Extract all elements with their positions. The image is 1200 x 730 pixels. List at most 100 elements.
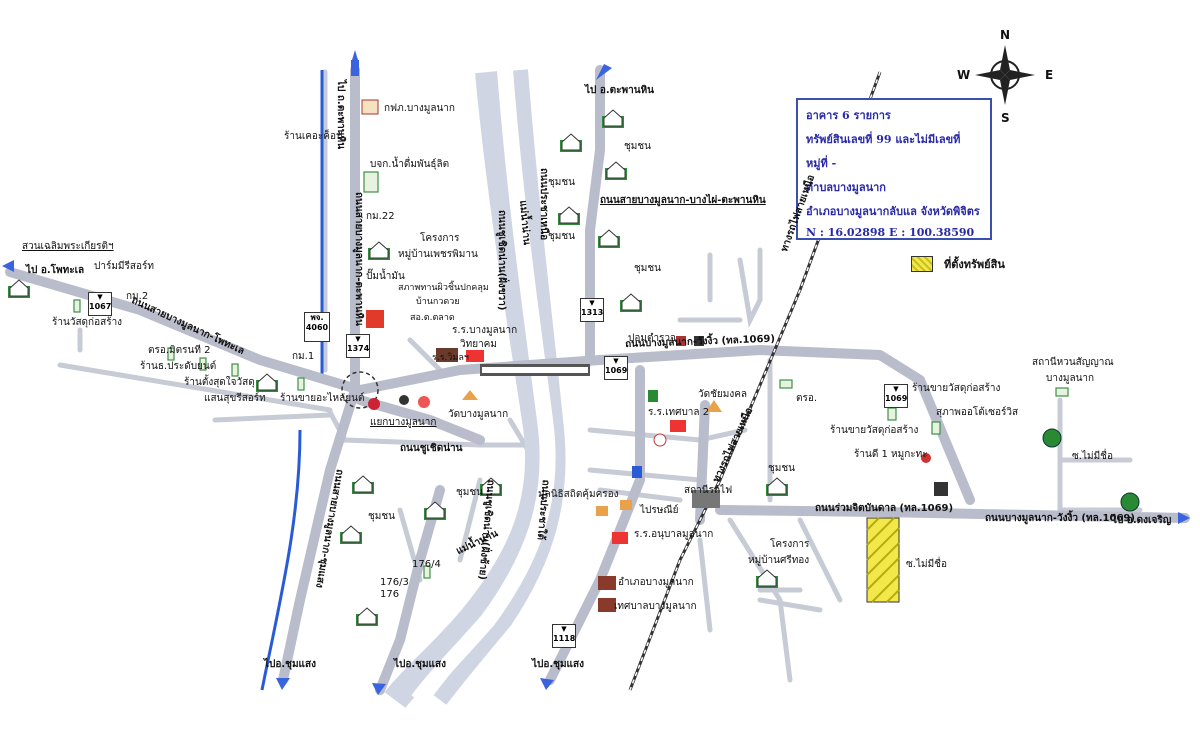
arrow-west-icon bbox=[2, 260, 14, 272]
place-label: ชุมชน bbox=[548, 231, 576, 242]
place-label: ชุมชน bbox=[548, 177, 576, 188]
place-label: สถานีรถไฟ bbox=[684, 485, 733, 496]
arrow-south2-icon bbox=[372, 683, 386, 695]
info-coords: N : 16.02898 E : 100.38590 bbox=[806, 226, 975, 239]
place-label: ร.ร.เทศบาล 2 bbox=[648, 407, 710, 418]
place-label: ตรอ.มิตรนที 2 bbox=[148, 345, 211, 356]
arrow-east-icon bbox=[1178, 512, 1190, 524]
small-shops bbox=[73, 171, 1069, 579]
place-label: ชุมชน bbox=[368, 511, 396, 522]
property-info-box: อาคาร 6 รายการ ทรัพย์สินเลขที่ 99 และไม่… bbox=[796, 98, 992, 240]
info-line4: ตำบลบางมูลนาก bbox=[806, 181, 886, 194]
info-line5: อำเภอบางมูลนากลับแล จังหวัดพิจิตร bbox=[806, 205, 980, 218]
arrow-south3-icon bbox=[540, 678, 554, 690]
place-label: 176/3 bbox=[380, 577, 409, 588]
place-label: 176/4 bbox=[412, 559, 441, 570]
place-label: ไปรษณีย์ bbox=[640, 505, 679, 516]
place-label: ชุมชน bbox=[768, 463, 796, 474]
compass-s-label: S bbox=[1001, 111, 1010, 125]
place-label: อำเภอบางมูลนาก bbox=[618, 577, 694, 588]
compass-rose bbox=[975, 45, 1035, 105]
dir-right: ไป อ.ดงเจริญ bbox=[1112, 515, 1172, 526]
bridge-deck bbox=[482, 367, 588, 373]
route-pj-shield: พจ.4060 bbox=[304, 312, 330, 342]
dir-top-right: ไป อ.ตะพานหิน bbox=[585, 85, 654, 96]
place-label: กม.1 bbox=[292, 351, 315, 362]
dir-bottom3: ไปอ.ชุมแสง bbox=[532, 659, 584, 670]
river-water bbox=[411, 69, 556, 705]
place-label: แยกบางมูลนาก bbox=[370, 417, 437, 428]
place-label: ปาร์มมีรีสอร์ท bbox=[94, 261, 154, 272]
place-label: ร้านตั้งสุดใจวัสดุ bbox=[184, 377, 255, 388]
house-icons bbox=[8, 109, 788, 626]
subject-property-hatch bbox=[866, 517, 900, 603]
place-label: สอ.ต.ตลาด bbox=[410, 313, 455, 323]
arrow-north-shaft bbox=[351, 60, 359, 76]
canal-south bbox=[260, 429, 302, 691]
place-label: สุภาพออโต้เซอร์วิส bbox=[936, 407, 1019, 418]
river-bank-2 bbox=[433, 69, 566, 705]
place-label: เทศบาลบางมูลนาก bbox=[614, 601, 697, 612]
road-label-ruamjit: ถนนร่วมจิตบันดาล (ทล.1069) bbox=[815, 503, 954, 514]
route-shield: ▼1069 bbox=[604, 356, 628, 380]
route-shield: ▼1374 bbox=[346, 334, 370, 358]
road-label-chuchoet-right: ถนนชูเชิดน่าน(ฝั่งขวา) bbox=[496, 210, 507, 311]
compass-n-label: N bbox=[1000, 28, 1011, 42]
place-label: ร.ร.วิมลฯ bbox=[432, 353, 469, 363]
place-label: ปอมตำรวจ bbox=[628, 333, 676, 344]
dir-bottom1: ไปอ.ชุมแสง bbox=[264, 659, 316, 670]
dir-bottom2: ไปอ.ชุมแสง bbox=[394, 659, 446, 670]
place-label: ร้านขายวัสดุก่อสร้าง bbox=[912, 383, 1001, 394]
place-label: กม.2 bbox=[126, 291, 149, 302]
info-line3: หมู่ที่ - bbox=[806, 157, 837, 170]
place-label: ปั๊มน้ำมัน bbox=[366, 271, 405, 282]
info-line1: อาคาร 6 รายการ bbox=[806, 109, 891, 122]
road-label-bangphai: ถนนสายบางมูลนาก-บางไผ่-ตะพานหิน bbox=[600, 195, 766, 206]
info-line2: ทรัพย์สินเลขที่ 99 และไม่มีเลขที่ bbox=[806, 133, 961, 146]
road-label-chuchoet: ถนนชูเชิดน่าน bbox=[400, 443, 463, 454]
place-label: ร้านขายอะไหล่ยนต์ bbox=[280, 393, 365, 404]
place-label: หมู่บ้านเพชรพิมาน bbox=[398, 249, 478, 260]
arrow-north-icon bbox=[352, 50, 358, 60]
place-label: วิทยาคม bbox=[460, 339, 497, 350]
place-label: ร้านเคอะค็อป bbox=[284, 131, 343, 142]
place-label: ซ.ไม่มีชื่อ bbox=[906, 559, 947, 570]
place-label: ตรอ. bbox=[796, 393, 818, 404]
junction-circle bbox=[341, 371, 379, 409]
place-label: ร้านธ.ประดับยนต์ bbox=[140, 361, 217, 372]
place-label: ร.ร.บางมูลนาก bbox=[452, 325, 518, 336]
place-label: ร้านวัสดุก่อสร้าง bbox=[52, 317, 123, 328]
place-label: ชุมชน bbox=[456, 487, 484, 498]
minor-roads bbox=[57, 69, 1143, 683]
dir-left: ไป อ.โพทะเล bbox=[26, 265, 85, 276]
river-bank bbox=[384, 70, 552, 709]
place-label: แสนสุขรีสอร์ท bbox=[204, 393, 266, 404]
poi-marks bbox=[361, 99, 948, 612]
legend-label: ที่ตั้งทรัพย์สิน bbox=[944, 258, 1005, 271]
place-label: หมู่บ้านศรีทอง bbox=[748, 555, 810, 566]
place-label: สภาพทานผิวชิ้นปกคลุม bbox=[398, 283, 489, 293]
place-label: 176 bbox=[380, 589, 400, 600]
place-label: ซ.ไม่มีชื่อ bbox=[1072, 451, 1113, 462]
direction-arrows bbox=[2, 50, 1190, 695]
place-label: โครงการ bbox=[420, 233, 460, 244]
place-label: โครงการ bbox=[770, 539, 810, 550]
legend-swatch bbox=[911, 256, 933, 272]
road-label-north: ถนนสายบางมูลนาก-ตะพานหิน bbox=[353, 192, 364, 326]
place-label: สวนเฉลิมพระเกียรติฯ bbox=[22, 241, 114, 252]
place-label: ร้านดี 1 หมูกะทะ bbox=[854, 449, 928, 460]
route-shield: ▼1118 bbox=[552, 624, 576, 648]
place-label: วัดชัยมงคล bbox=[698, 389, 748, 400]
compass-w-label: W bbox=[957, 68, 971, 82]
route-shield: ▼1313 bbox=[580, 298, 604, 322]
place-label: กม.22 bbox=[366, 211, 395, 222]
place-label: สถานีหวนสัญญาณ bbox=[1032, 357, 1114, 368]
road-label-pracha-north: ถนนประชาเหนือ bbox=[538, 168, 549, 241]
compass-e-label: E bbox=[1045, 68, 1054, 82]
tree-markers bbox=[1042, 428, 1140, 512]
place-label: บ้านกวดวย bbox=[416, 297, 460, 307]
place-label: วัดบางมูลนาก bbox=[448, 409, 509, 420]
road-label-wangngiu: ถนนบางมูลนาก-วังงิ้ว (ทล.1069) bbox=[985, 513, 1135, 524]
place-label: กฟภ.บางมูลนาก bbox=[384, 103, 455, 114]
